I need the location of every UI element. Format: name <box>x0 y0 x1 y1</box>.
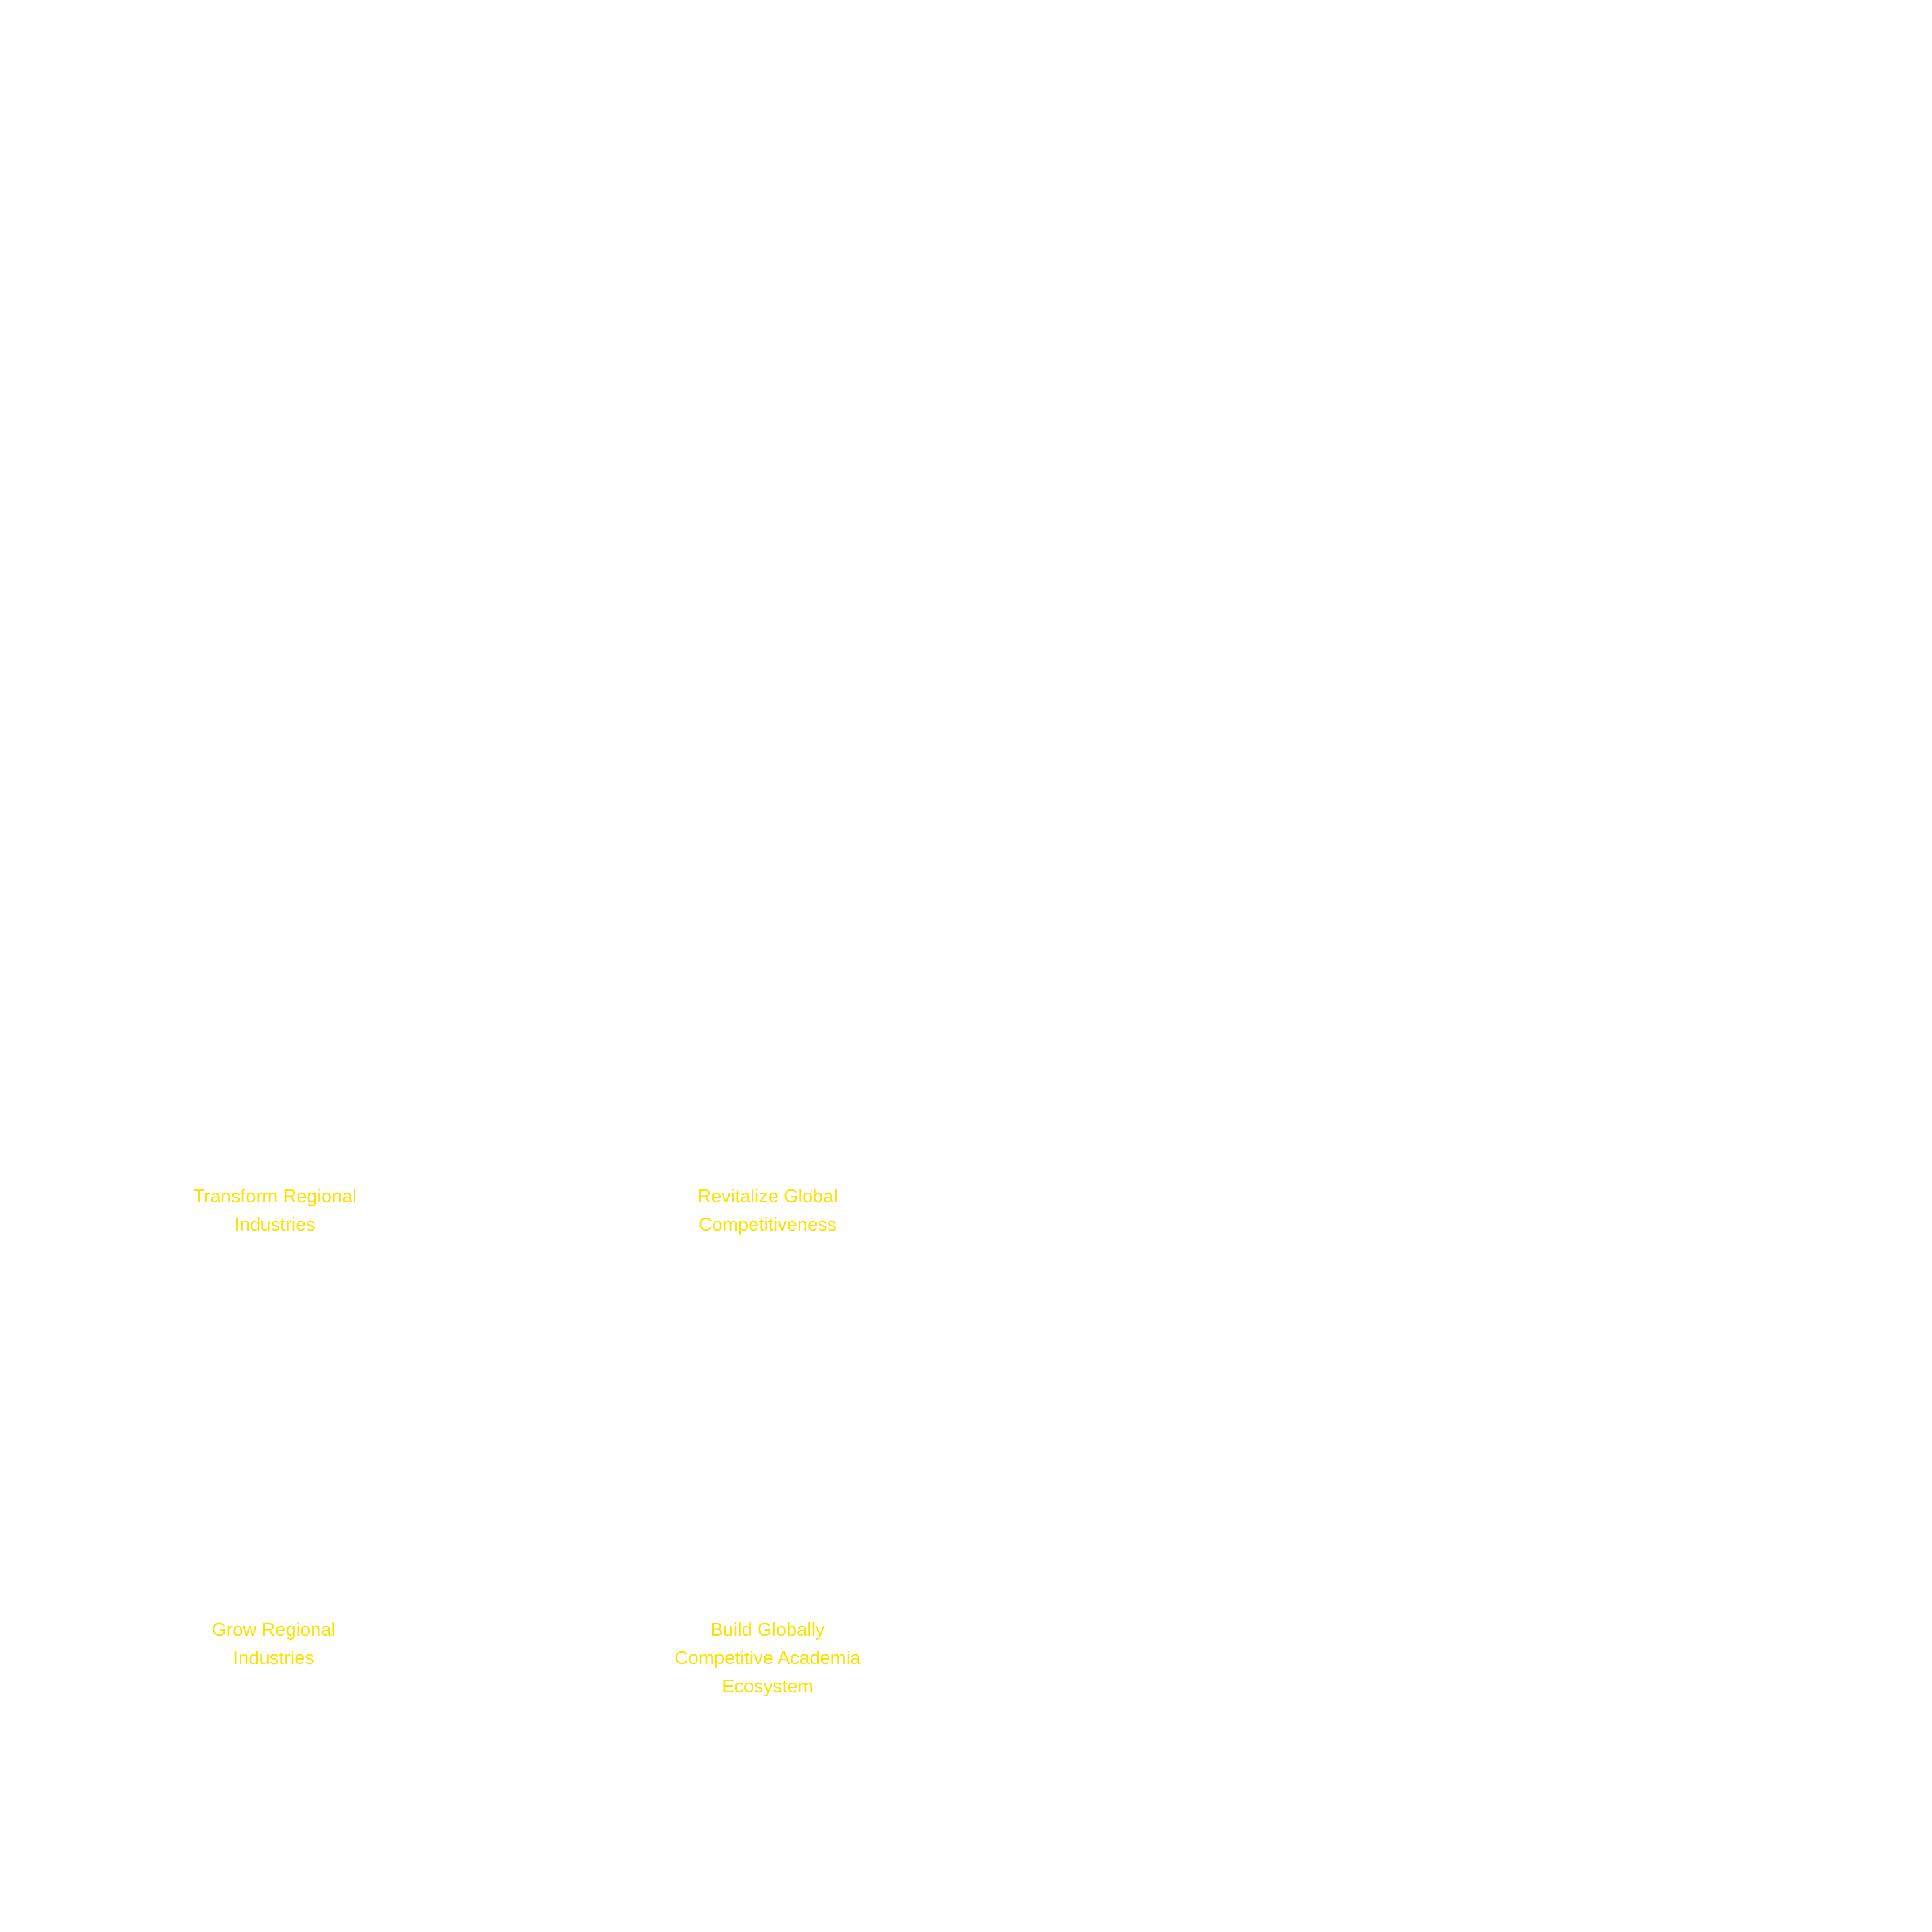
label-line: Build Globally <box>710 1620 825 1640</box>
label-transform-regional-industries: Transform Regional Industries <box>114 1182 436 1239</box>
label-line: Competitive Academia <box>674 1648 861 1669</box>
label-build-globally-competitive-academia-ecosystem: Build Globally Competitive Academia Ecos… <box>607 1616 929 1701</box>
label-line: Industries <box>233 1648 314 1669</box>
label-revitalize-global-competitiveness: Revitalize Global Competitiveness <box>607 1182 929 1239</box>
label-line: Competitiveness <box>698 1215 837 1235</box>
label-line: Industries <box>234 1215 316 1235</box>
label-line: Grow Regional <box>212 1620 336 1640</box>
label-grow-regional-industries: Grow Regional Industries <box>113 1616 435 1672</box>
label-line: Ecosystem <box>722 1676 813 1697</box>
label-line: Revitalize Global <box>697 1186 838 1207</box>
label-line: Transform Regional <box>193 1186 357 1207</box>
